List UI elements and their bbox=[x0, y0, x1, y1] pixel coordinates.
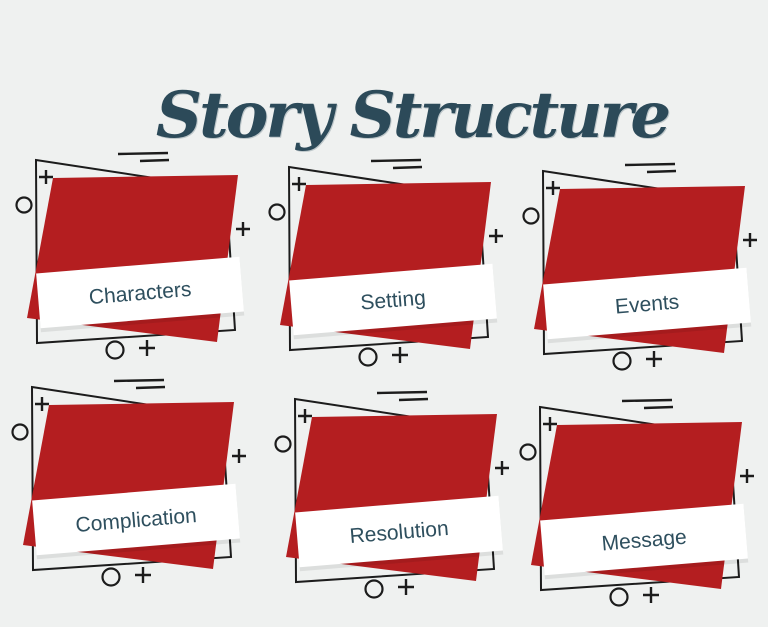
label-banner bbox=[540, 503, 748, 576]
parallel-lines-icon bbox=[624, 162, 677, 174]
plus-icon bbox=[135, 567, 151, 583]
plus-icon bbox=[643, 587, 659, 603]
card-label: Setting bbox=[360, 286, 427, 314]
card-characters: Characters bbox=[5, 150, 255, 380]
circle-icon bbox=[15, 196, 33, 214]
parallel-lines-icon bbox=[370, 158, 423, 170]
circle-icon bbox=[274, 435, 292, 453]
page-title: Story Structure bbox=[155, 77, 671, 153]
plus-icon bbox=[39, 170, 53, 184]
circle-icon bbox=[268, 203, 286, 221]
plus-icon bbox=[35, 397, 49, 411]
plus-icon bbox=[292, 177, 306, 191]
plus-icon bbox=[646, 351, 662, 367]
circle-icon bbox=[364, 579, 384, 599]
plus-icon bbox=[743, 233, 757, 247]
plus-icon bbox=[392, 347, 408, 363]
story-structure-infographic: Story Structure Characters bbox=[1, 77, 762, 607]
card-events: Events bbox=[512, 161, 762, 391]
circle-icon bbox=[609, 587, 629, 607]
card-message: Message bbox=[509, 397, 759, 627]
plus-icon bbox=[398, 579, 414, 595]
label-banner bbox=[36, 256, 244, 329]
circle-icon bbox=[101, 567, 121, 587]
plus-icon bbox=[232, 449, 246, 463]
circle-icon bbox=[519, 443, 537, 461]
circle-icon bbox=[11, 423, 29, 441]
plus-icon bbox=[236, 222, 250, 236]
plus-icon bbox=[543, 417, 557, 431]
circle-icon bbox=[105, 340, 125, 360]
label-banner bbox=[32, 483, 240, 556]
circle-icon bbox=[612, 351, 632, 371]
label-banner bbox=[295, 495, 503, 568]
label-banner bbox=[543, 267, 751, 340]
circle-icon bbox=[522, 207, 540, 225]
parallel-lines-icon bbox=[117, 151, 170, 163]
card-label: Events bbox=[614, 290, 680, 318]
parallel-lines-icon bbox=[376, 390, 429, 402]
label-banner bbox=[289, 263, 497, 336]
plus-icon bbox=[489, 229, 503, 243]
parallel-lines-icon bbox=[621, 398, 674, 410]
circle-icon bbox=[358, 347, 378, 367]
plus-icon bbox=[740, 469, 754, 483]
card-complication: Complication bbox=[1, 377, 251, 607]
card-resolution: Resolution bbox=[264, 389, 514, 619]
card-setting: Setting bbox=[258, 157, 508, 387]
plus-icon bbox=[546, 181, 560, 195]
plus-icon bbox=[495, 461, 509, 475]
parallel-lines-icon bbox=[113, 378, 166, 390]
plus-icon bbox=[139, 340, 155, 356]
plus-icon bbox=[298, 409, 312, 423]
